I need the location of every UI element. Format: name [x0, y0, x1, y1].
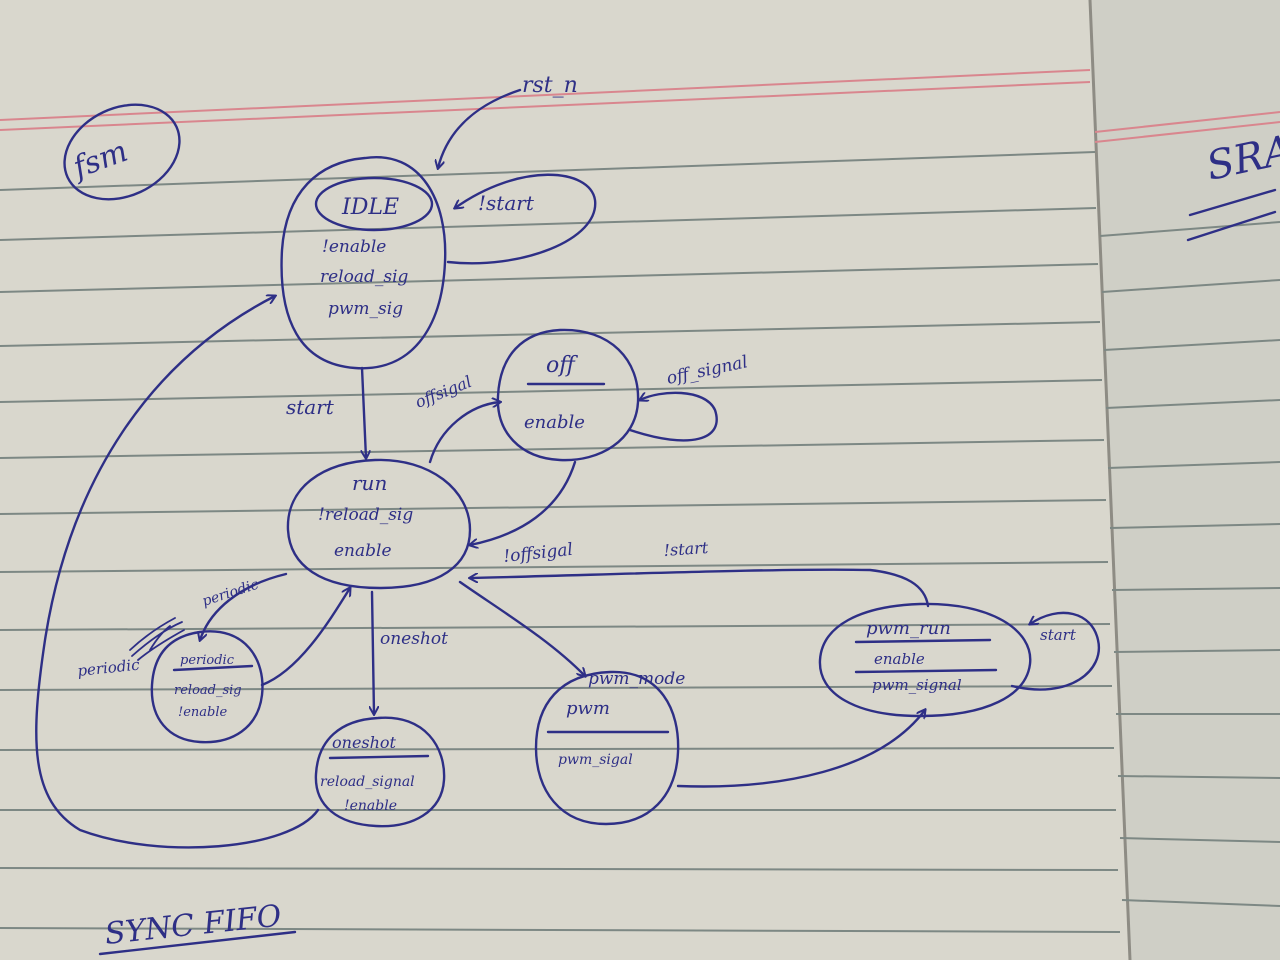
- transition-oneshot-to-idle: [35, 296, 320, 849]
- state-pwm-run-output-2: pwm_signal: [872, 676, 962, 694]
- page-fold: [1088, 0, 1132, 960]
- label-start: start: [286, 395, 335, 419]
- state-run-output-2: enable: [334, 541, 392, 561]
- state-idle: IDLE !enable reload_sig pwm_sig: [280, 155, 447, 370]
- state-run-output-1: !reload_sig: [318, 505, 413, 525]
- transition-pwm-run-to-run: !start: [470, 538, 930, 608]
- state-periodic-name: periodic: [180, 653, 235, 668]
- state-off: off enable: [496, 328, 640, 462]
- state-oneshot-name: oneshot: [332, 733, 397, 752]
- state-periodic-output-1: reload_sig: [174, 683, 242, 698]
- footer-underline: [98, 930, 297, 956]
- state-pwm: pwm pwm_sigal: [534, 670, 680, 826]
- state-pwm-output-1: pwm_sigal: [558, 752, 633, 768]
- label-pwm-mode: pwm_mode: [588, 669, 685, 689]
- transition-rst-n: rst_n: [438, 73, 578, 168]
- transition-idle-to-run: start: [286, 366, 366, 458]
- state-off-name: off: [546, 353, 578, 378]
- label-not-start-pwm: !start: [663, 538, 709, 560]
- state-periodic-output-2: !enable: [178, 705, 228, 720]
- transition-pwm-run-self-loop: start: [1010, 611, 1101, 691]
- transition-run-to-pwm: pwm_mode: [458, 580, 685, 689]
- label-rst-n: rst_n: [522, 73, 578, 98]
- state-idle-name-bubble: [314, 176, 434, 232]
- state-off-output-1: enable: [524, 412, 585, 433]
- state-idle-output-1: !enable: [322, 237, 386, 257]
- state-run: run !reload_sig enable: [286, 458, 472, 590]
- state-pwm-run-name: pwm_run: [866, 618, 951, 639]
- transition-pwm-to-pwm-run: [676, 710, 925, 788]
- state-oneshot: oneshot reload_signal !enable: [314, 716, 446, 828]
- state-idle-output-3: pwm_sig: [328, 299, 403, 319]
- scribble-mark: [129, 617, 185, 661]
- fsm-tag-bubble: [63, 103, 181, 201]
- state-idle-name: IDLE: [341, 195, 399, 220]
- transition-idle-self-loop: !start: [446, 173, 597, 265]
- right-page: [1090, 0, 1280, 960]
- ruled-lines: [0, 151, 1121, 933]
- right-page-underline: [1186, 188, 1277, 242]
- state-run-name: run: [352, 471, 387, 495]
- label-start-pwm: start: [1040, 626, 1077, 644]
- state-periodic: periodic reload_sig !enable: [150, 630, 264, 744]
- margin-lines: [0, 69, 1091, 131]
- left-page: [0, 0, 1130, 960]
- label-not-start-idle: !start: [478, 191, 535, 215]
- label-oneshot: oneshot: [380, 629, 448, 649]
- transition-run-to-oneshot: oneshot: [372, 590, 448, 714]
- state-oneshot-output-2: !enable: [344, 798, 397, 814]
- state-idle-output-2: reload_sig: [320, 267, 409, 287]
- state-pwm-run-output-1: enable: [874, 650, 925, 668]
- right-page-lines: [1094, 111, 1280, 907]
- state-pwm-name: pwm: [566, 698, 610, 719]
- state-oneshot-output-1: reload_signal: [320, 774, 415, 790]
